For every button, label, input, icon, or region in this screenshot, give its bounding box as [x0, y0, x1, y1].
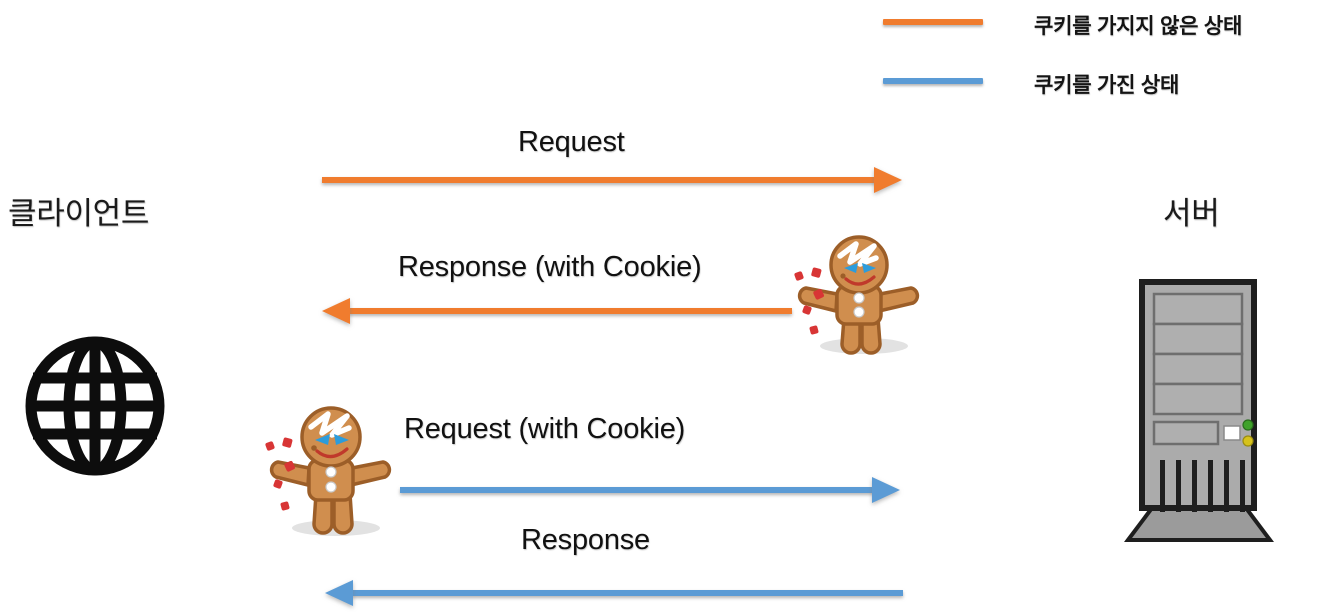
- legend-label-no-cookie: 쿠키를 가지지 않은 상태: [1034, 15, 1243, 38]
- orange-line-swatch: [883, 19, 983, 25]
- server-label: 서버: [1163, 196, 1220, 231]
- flow-label-request-no-cookie: Request: [518, 126, 625, 158]
- flow-label-response-plain: Response: [521, 524, 650, 556]
- flow-arrow-request-no-cookie: [322, 167, 902, 193]
- server-tower-icon: [1118, 278, 1278, 546]
- gingerbread-cookie-icon: [790, 232, 922, 358]
- gingerbread-cookie-icon: [262, 398, 394, 544]
- legend-label-with-cookie: 쿠키를 가진 상태: [1034, 74, 1180, 97]
- flow-label-request-with-cookie: Request (with Cookie): [404, 413, 686, 445]
- globe-icon: [24, 332, 166, 480]
- flow-label-response-with-cookie: Response (with Cookie): [398, 251, 702, 283]
- flow-arrow-response-with-cookie: [322, 298, 792, 324]
- blue-line-swatch: [883, 78, 983, 84]
- client-label: 클라이언트: [8, 196, 150, 231]
- flow-arrow-request-with-cookie: [400, 477, 902, 503]
- flow-arrow-response-plain: [325, 580, 903, 606]
